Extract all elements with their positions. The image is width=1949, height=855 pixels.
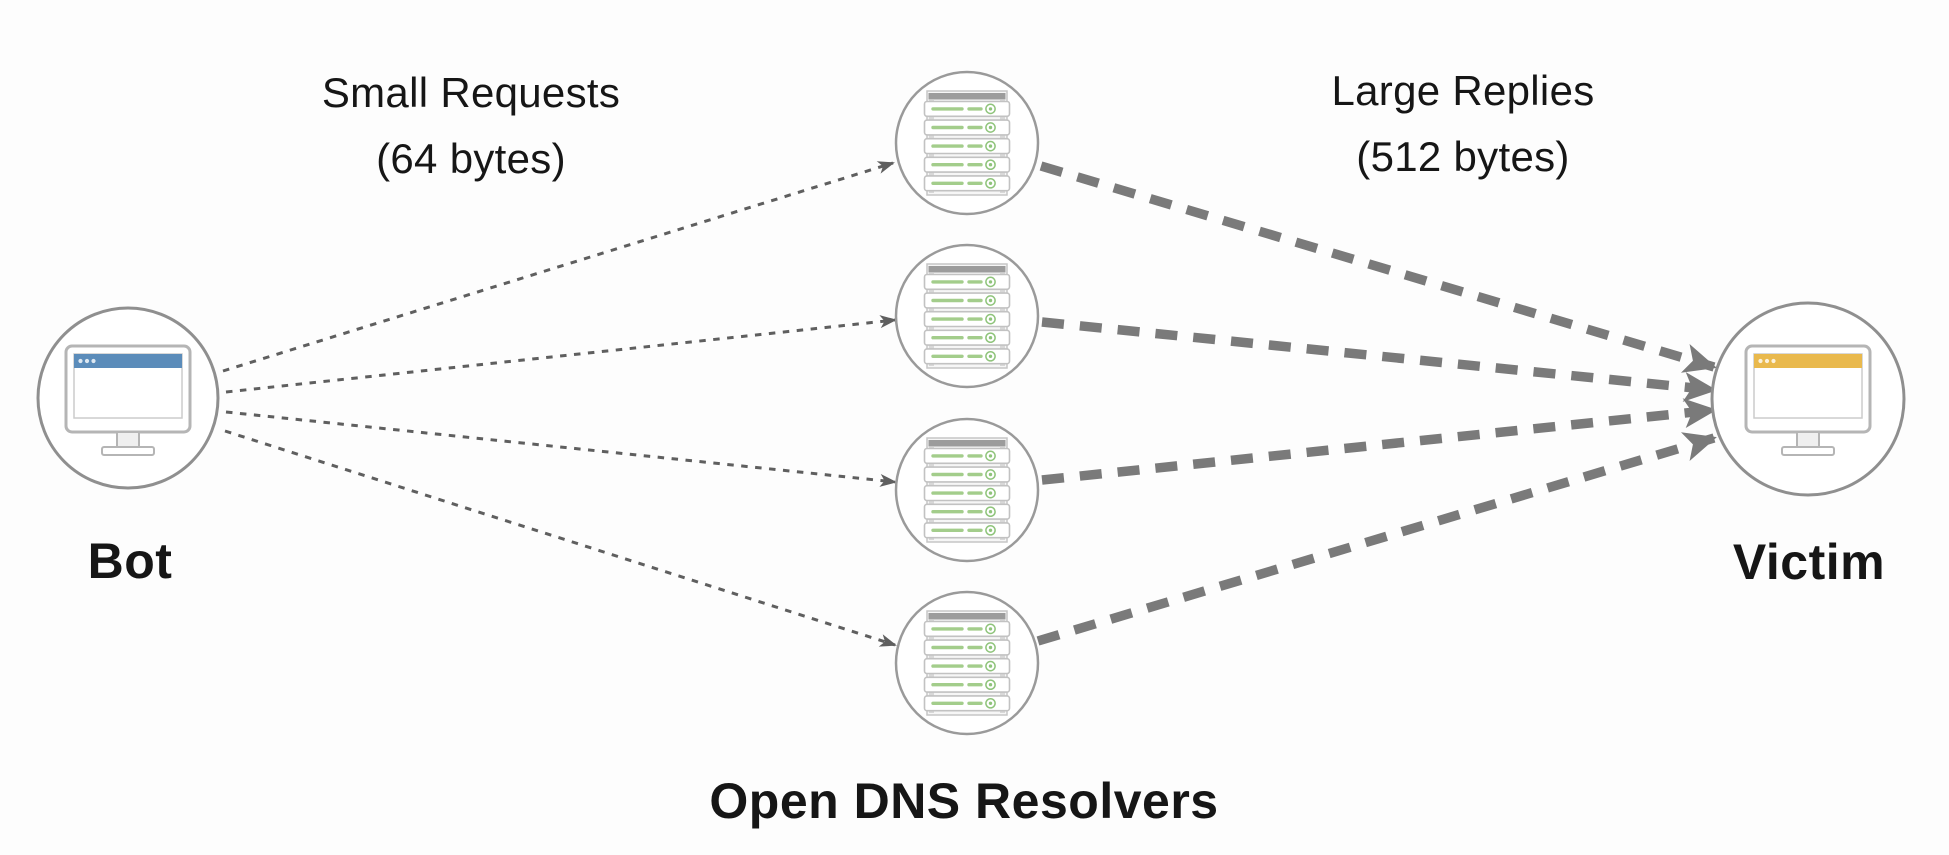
- resolver-node-3: [894, 417, 1040, 563]
- victim-label: Victim: [1732, 534, 1886, 590]
- server-rack-icon: [925, 264, 1010, 368]
- bot-label: Bot: [87, 533, 173, 589]
- server-rack-icon: [925, 438, 1010, 542]
- request-arrow: [225, 315, 897, 394]
- large-replies-label: Large Replies (512 bytes): [1331, 58, 1594, 190]
- request-arrow: [225, 410, 897, 487]
- resolvers-label: Open DNS Resolvers: [709, 773, 1219, 829]
- reply-arrow: [1036, 432, 1717, 646]
- resolver-node-1: [894, 70, 1040, 216]
- reply-arrows: [1036, 161, 1717, 646]
- small-requests-label: Small Requests (64 bytes): [322, 60, 620, 192]
- large-replies-line2: (512 bytes): [1356, 133, 1570, 180]
- large-replies-line1: Large Replies: [1331, 67, 1595, 114]
- request-arrow: [222, 161, 895, 373]
- small-requests-line1: Small Requests: [321, 69, 621, 116]
- resolver-node-2: [894, 243, 1040, 389]
- request-arrow: [224, 429, 897, 647]
- request-arrows: [222, 161, 897, 647]
- resolver-node-4: [894, 590, 1040, 736]
- reply-arrow: [1039, 161, 1717, 373]
- victim-node: [1710, 301, 1906, 497]
- server-rack-icon: [925, 611, 1010, 715]
- server-rack-icon: [925, 91, 1010, 195]
- small-requests-line2: (64 bytes): [376, 135, 566, 182]
- bot-node: [36, 306, 220, 490]
